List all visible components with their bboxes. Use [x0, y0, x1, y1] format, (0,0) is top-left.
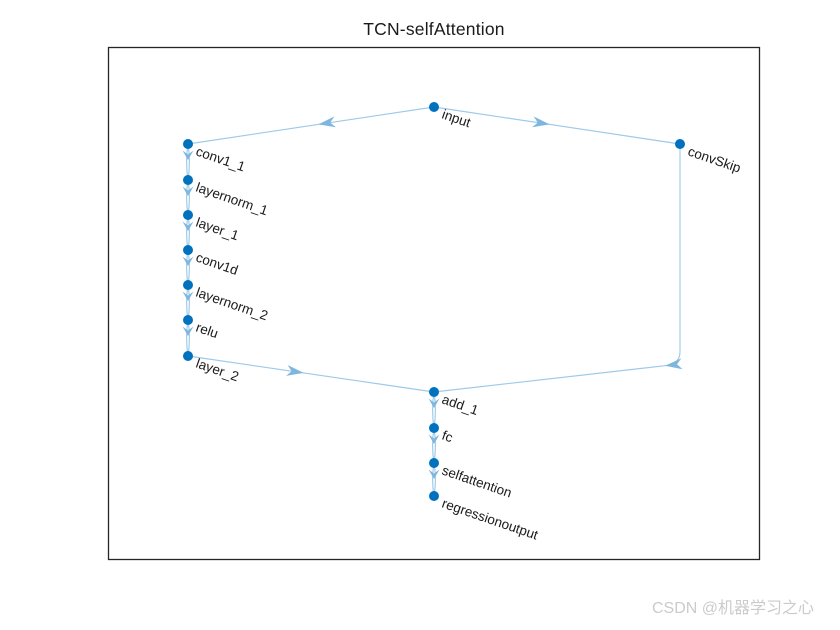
edge-fc-selfattention: [433, 427, 436, 464]
edge-relu-layer_2: [186, 319, 189, 357]
edge-fc-selfattention: [432, 427, 435, 464]
arrowhead: [182, 291, 194, 301]
node-label-layernorm_2: layernorm_2: [194, 285, 270, 324]
watermark: CSDN @机器学习之心: [651, 600, 814, 617]
arrowhead: [182, 221, 194, 231]
edge-conv1d-layernorm_2: [187, 249, 190, 286]
edge-input-conv1_1: [187, 106, 435, 145]
node-label-add_1: add_1: [440, 392, 480, 418]
edge-convSkip-add_1: [433, 143, 681, 393]
node-regressionoutput: [429, 491, 439, 501]
node-label-conv1d: conv1d: [194, 250, 240, 278]
node-conv1d: [183, 245, 193, 255]
edge-layer_1-conv1d: [187, 214, 190, 251]
edge-add_1-fc: [432, 391, 435, 429]
arrowhead: [428, 434, 440, 444]
node-label-fc: fc: [440, 428, 455, 446]
edge-conv1d-layernorm_2: [186, 249, 189, 286]
axes-box: [107, 46, 761, 561]
edge-conv1_1-layernorm_1: [186, 143, 189, 181]
node-layernorm_2: [183, 280, 193, 290]
edge-relu-layer_2: [187, 319, 190, 357]
node-label-layernorm_1: layernorm_1: [194, 180, 270, 219]
edge-layer_1-conv1d: [186, 214, 189, 251]
arrowhead: [665, 358, 683, 370]
node-layer_1: [183, 210, 193, 220]
arrowhead: [428, 469, 440, 479]
edge-layernorm_2-relu: [186, 284, 189, 321]
arrowhead: [318, 116, 336, 128]
node-fc: [429, 423, 439, 433]
arrowhead: [286, 365, 304, 376]
edge-layernorm_1-layer_1: [186, 179, 189, 216]
figure-title: TCN-selfAttention: [363, 19, 505, 39]
edge-layernorm_1-layer_1: [187, 179, 190, 216]
arrows-group: [182, 116, 683, 479]
node-label-convSkip: convSkip: [686, 144, 743, 176]
arrowhead: [182, 186, 194, 196]
node-label-layer_1: layer_1: [194, 215, 241, 244]
node-layernorm_1: [183, 175, 193, 185]
node-relu: [183, 315, 193, 325]
node-label-conv1_1: conv1_1: [194, 144, 247, 175]
arrowhead: [182, 256, 194, 266]
edge-conv1_1-layernorm_1: [187, 143, 190, 181]
arrowhead: [428, 398, 440, 408]
node-label-input: input: [440, 107, 473, 131]
node-label-regressionoutput: regressionoutput: [440, 496, 540, 543]
edges-group: [186, 106, 681, 497]
edge-input-convSkip: [433, 106, 681, 145]
node-selfattention: [429, 458, 439, 468]
arrowhead: [532, 116, 550, 128]
node-convSkip: [675, 139, 685, 149]
node-label-selfattention: selfattention: [440, 463, 514, 501]
edge-add_1-fc: [433, 391, 436, 429]
edge-layer_2-add_1: [187, 355, 435, 393]
node-label-relu: relu: [194, 320, 220, 342]
arrowhead: [182, 326, 194, 336]
edge-layernorm_2-relu: [187, 284, 190, 321]
node-conv1_1: [183, 139, 193, 149]
node-input: [429, 102, 439, 112]
arrowhead: [182, 150, 194, 160]
node-add_1: [429, 387, 439, 397]
nodes-group: [183, 102, 685, 501]
node-layer_2: [183, 351, 193, 361]
